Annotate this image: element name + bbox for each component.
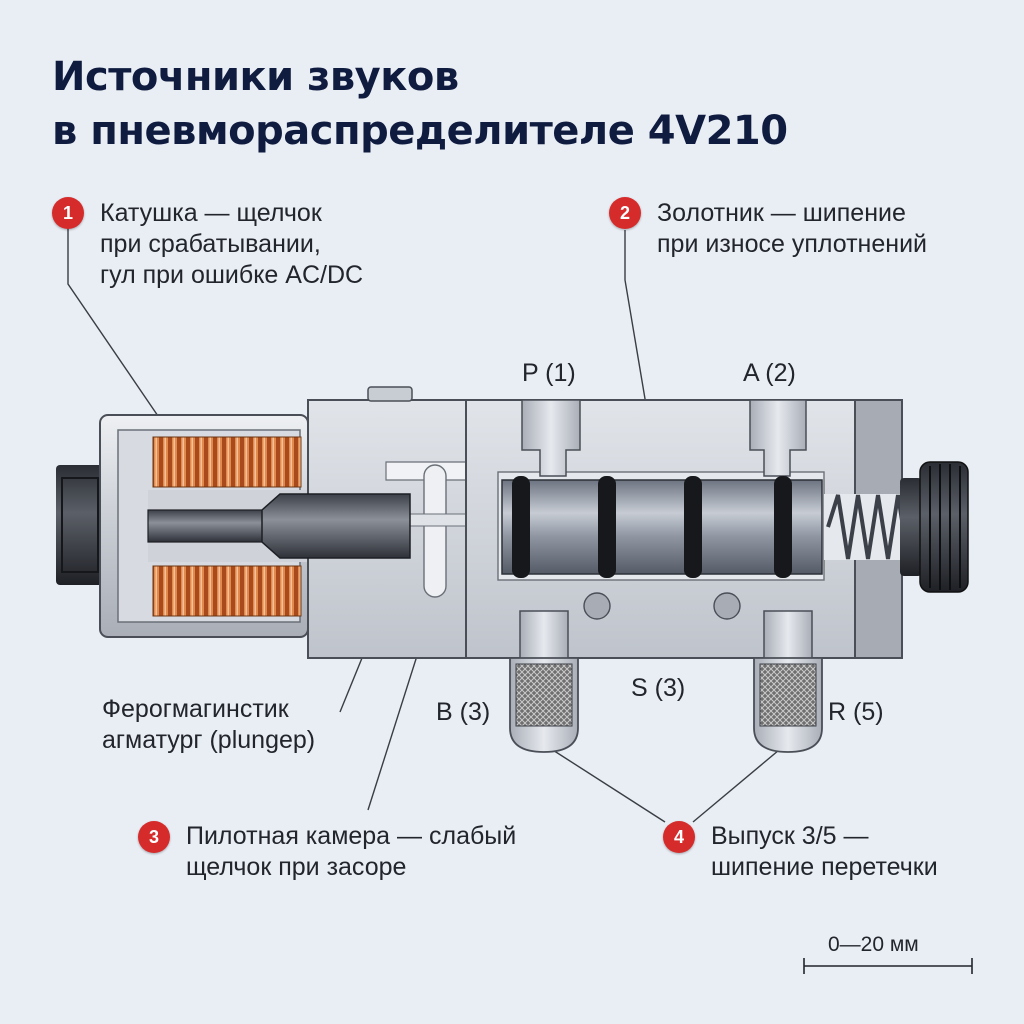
callout-3-line-2: щелчок при засоре [186, 853, 407, 881]
callout-4-line-2: шипение перетечки [711, 853, 938, 881]
port-label-r: R (5) [828, 698, 884, 726]
callout-3-line-1: Пилотная камера — слабый [186, 822, 517, 850]
callout-badge-2: 2 [609, 197, 641, 229]
plunger-label: Ферогмагинстик агматург (plungep) [102, 694, 315, 756]
callout-3-text: Пилотная камера — слабый щелчок при засо… [186, 821, 516, 883]
port-label-b: B (3) [436, 698, 491, 726]
callout-4-line-1: Выпуск 3/5 — [711, 822, 869, 850]
plunger-label-line-1: Ферогмагинстик [102, 695, 289, 723]
plunger [147, 493, 411, 559]
exhaust-ports [509, 610, 823, 753]
solenoid-coil [56, 414, 309, 638]
plunger-label-line-2: агматург (plungep) [102, 726, 316, 754]
title-line-2: в пневмораспределителе 4V210 [52, 108, 788, 154]
title-line-1: Источники звуков [52, 54, 459, 100]
callout-badge-1: 1 [52, 197, 84, 229]
callout-4-text: Выпуск 3/5 — шипение перетечки [711, 821, 938, 883]
scale-label: 0—20 мм [828, 933, 919, 956]
callout-badge-3: 3 [138, 821, 170, 853]
callout-1-text: Катушка — щелчок при срабатывании, гул п… [100, 198, 363, 291]
port-label-p: P (1) [522, 359, 576, 387]
callout-1-line-1: Катушка — щелчок [100, 199, 322, 227]
leader-line-1 [67, 228, 159, 417]
leader-line-4a [544, 744, 666, 823]
callout-1-line-2: при срабатывании, [100, 230, 321, 258]
return-spring [824, 461, 969, 593]
callout-2-line-2: при износе уплотнений [657, 230, 927, 258]
leader-line-4b [692, 744, 786, 823]
port-label-s: S (3) [631, 674, 686, 702]
scale-bar [803, 958, 973, 974]
callout-2-line-1: Золотник — шипение [657, 199, 906, 227]
callout-2-text: Золотник — шипение при износе уплотнений [657, 198, 927, 260]
callout-badge-4: 4 [663, 821, 695, 853]
callout-1-line-3: гул при ошибке AC/DC [100, 261, 364, 289]
spool [501, 476, 823, 578]
port-label-a: A (2) [743, 359, 796, 387]
page-title: Источники звуков в пневмораспределителе … [52, 50, 788, 158]
